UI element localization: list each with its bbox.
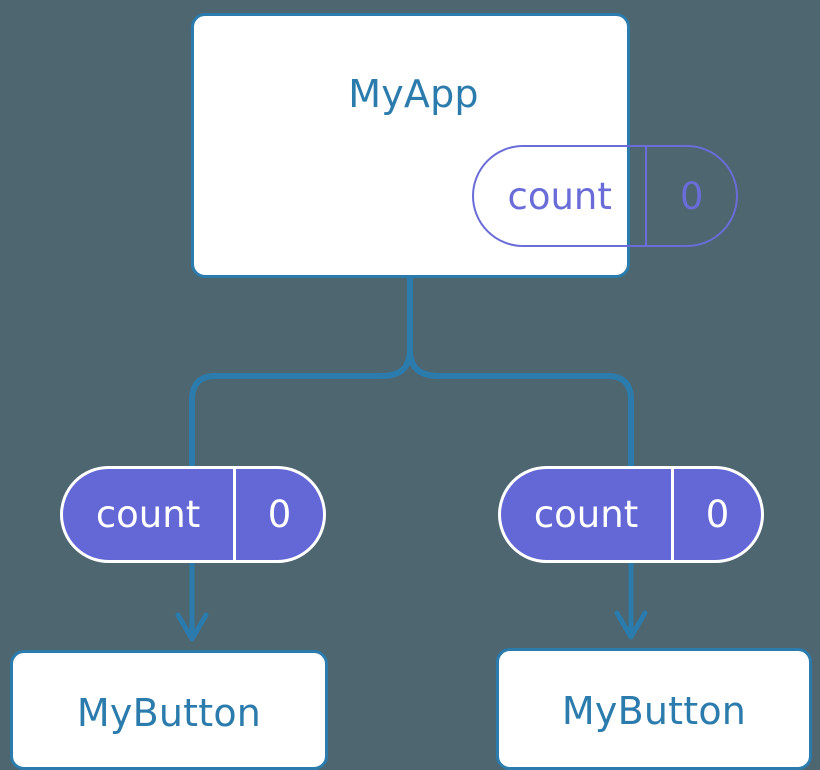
state-pill-right[interactable]: count 0	[498, 466, 764, 563]
state-key-label: count	[507, 174, 612, 218]
state-value-label: 0	[671, 469, 761, 560]
component-card-myapp[interactable]: MyApp count 0	[191, 13, 738, 278]
component-card-mybutton-right[interactable]: MyButton	[496, 648, 812, 770]
state-pill-root[interactable]: count 0	[472, 145, 738, 247]
arrow-head-left-icon	[175, 612, 209, 642]
state-value-label: 0	[645, 147, 736, 245]
state-key-label: count	[95, 493, 201, 536]
state-pill-left[interactable]: count 0	[60, 466, 326, 563]
connector-split-right	[407, 348, 634, 466]
state-key-label: count	[533, 493, 639, 536]
arrow-head-right-icon	[614, 610, 648, 640]
component-title-myapp: MyApp	[348, 72, 479, 116]
state-value-label: 0	[233, 469, 323, 560]
component-card-mybutton-left[interactable]: MyButton	[10, 650, 328, 770]
component-title-mybutton: MyButton	[76, 691, 262, 735]
connector-split-left	[189, 348, 413, 466]
component-title-mybutton: MyButton	[561, 689, 747, 733]
